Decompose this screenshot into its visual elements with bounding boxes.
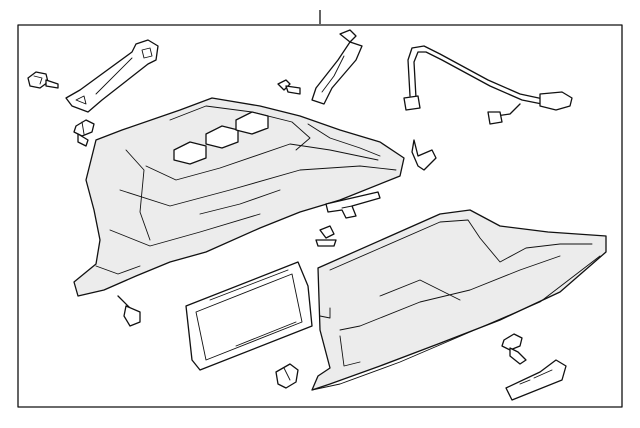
diagram-frame — [17, 24, 623, 408]
upper-bracket[interactable] — [65, 39, 159, 113]
latch-striker-bracket[interactable] — [311, 29, 363, 105]
push-pin-clip[interactable] — [277, 79, 301, 95]
side-clip-left[interactable] — [117, 295, 141, 327]
screw-small[interactable] — [73, 119, 95, 147]
glove-box-bin[interactable] — [311, 209, 607, 391]
lock-bolt[interactable] — [501, 333, 527, 365]
door-handle-latch[interactable] — [505, 359, 567, 401]
hinge-clip[interactable] — [275, 363, 299, 389]
damper-rod-harness[interactable] — [403, 45, 573, 125]
bracket-bolt-left[interactable] — [27, 71, 59, 89]
fastener-pin[interactable] — [315, 225, 337, 247]
center-latch-bracket[interactable] — [325, 191, 381, 219]
glove-box-housing[interactable] — [73, 97, 405, 297]
glove-box-door-liner[interactable] — [185, 261, 313, 371]
side-clip-right[interactable] — [411, 139, 437, 171]
